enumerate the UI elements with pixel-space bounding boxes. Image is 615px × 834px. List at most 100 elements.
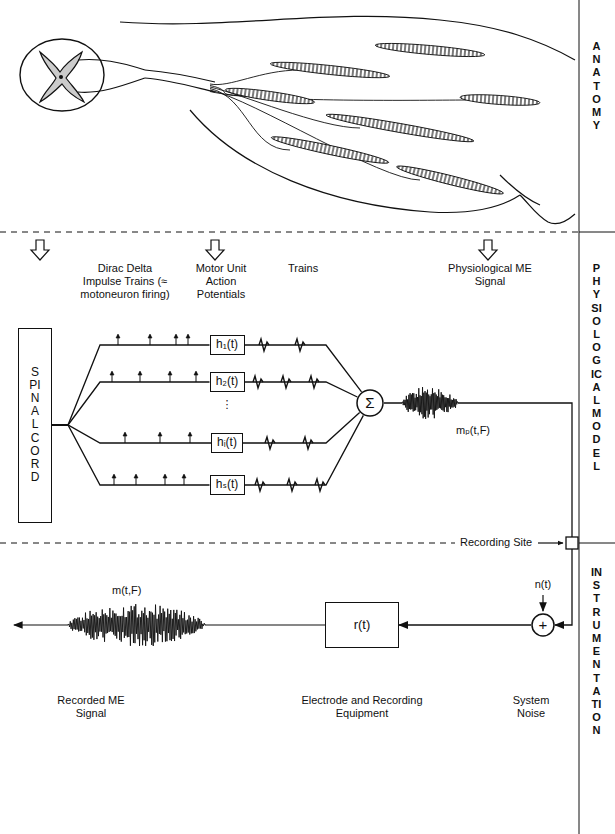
- section-title: ANATOMY: [591, 40, 602, 132]
- signal-line: [399, 624, 531, 625]
- column-rule: [579, 0, 580, 834]
- transfer-box: hᵢ(t): [211, 433, 243, 453]
- muap-waveform: [287, 479, 297, 491]
- transfer-box: hₛ(t): [210, 475, 245, 495]
- section-title: INSTRUMENTATION: [591, 566, 602, 737]
- signal-line: [245, 345, 362, 392]
- muscle-fibre: [460, 93, 540, 108]
- muscle-fibre: [396, 162, 505, 197]
- recorded-signal-ground: [68, 602, 205, 648]
- recorded-signal-ground: [68, 602, 205, 648]
- physiological-signal-ground: [402, 385, 458, 421]
- nerve-fibre: [210, 70, 300, 85]
- tendon: [500, 175, 540, 205]
- impulse-head: [116, 334, 120, 338]
- noise-arrow: [542, 595, 543, 611]
- signal-line: [52, 425, 210, 485]
- physiological-signal: [402, 387, 458, 419]
- impulse-head: [174, 334, 178, 338]
- transfer-box: h₂(t): [210, 372, 245, 392]
- label: Motor Unit Action Potentials: [190, 262, 252, 302]
- grey-matter: [40, 52, 84, 102]
- label: n(t): [533, 578, 553, 591]
- node-text: r(t): [354, 618, 371, 633]
- muscle-fibre: [375, 41, 485, 60]
- impulse-head: [158, 432, 162, 436]
- hollow-arrow: [206, 240, 224, 260]
- label: mₚ(t,F): [456, 424, 490, 437]
- dorsal-root: [78, 59, 145, 70]
- signal-line: [384, 403, 572, 625]
- section-divider: [0, 232, 579, 233]
- muscle-fibre: [225, 85, 315, 106]
- impulse-head: [110, 371, 114, 375]
- muscle-outline: [120, 16, 575, 60]
- signal-line: [52, 382, 210, 425]
- muap-waveform: [303, 437, 313, 449]
- label: Trains: [288, 262, 318, 275]
- muap-waveform: [265, 437, 275, 449]
- nerve: [145, 70, 215, 82]
- signal-line: [245, 415, 364, 485]
- recorded-signal: [68, 604, 205, 646]
- column-rule: [579, 543, 615, 544]
- vertical-title: SPINAL CORD: [29, 366, 41, 485]
- muap-waveform: [259, 339, 269, 351]
- signal-line: [245, 382, 358, 397]
- muap-waveform: [315, 479, 325, 491]
- spinal-cord-section: [20, 39, 104, 111]
- impulse-head: [163, 474, 167, 478]
- muscle-fibre: [270, 59, 390, 80]
- impulse-head: [123, 432, 127, 436]
- impulse-head: [168, 371, 172, 375]
- impulse-head: [112, 474, 116, 478]
- label: Recorded ME Signal: [56, 694, 126, 720]
- label: System Noise: [508, 694, 554, 720]
- muap-waveform: [295, 339, 305, 351]
- label: Recording Site: [458, 536, 534, 549]
- label: m(t,F): [112, 584, 141, 597]
- recording-site-box: [566, 537, 578, 549]
- spinal-cord-box: SPINAL CORD: [18, 328, 52, 523]
- central-canal: [59, 75, 63, 79]
- nerve: [145, 78, 215, 92]
- node-text: h₁(t): [216, 338, 238, 352]
- impulse-head: [194, 371, 198, 375]
- summation-circle: Σ: [356, 389, 384, 417]
- section-title: PHYSIOLOGICAL MODEL: [591, 262, 602, 473]
- node-text: hₛ(t): [216, 478, 238, 492]
- label: Electrode and Recording Equipment: [300, 694, 424, 720]
- pointer-arrow: [538, 542, 563, 543]
- muscle-fibre: [325, 111, 474, 146]
- impulse-head: [186, 334, 190, 338]
- impulse-head: [182, 474, 186, 478]
- column-rule: [579, 232, 615, 233]
- section-divider: [0, 543, 455, 544]
- impulse-head: [148, 334, 152, 338]
- muap-waveform: [309, 376, 319, 388]
- hollow-arrow: [31, 240, 49, 260]
- impulse-head: [188, 432, 192, 436]
- muap-waveform: [253, 376, 263, 388]
- impulse-head: [138, 371, 142, 375]
- label: Dirac Delta Impulse Trains (≈ motoneuron…: [78, 262, 172, 302]
- node-text: +: [539, 616, 548, 633]
- node-text: Σ: [365, 394, 374, 411]
- nerve-fibre: [210, 90, 420, 180]
- muap-waveform: [255, 479, 265, 491]
- summing-junction: +: [531, 613, 555, 637]
- recording-box: r(t): [325, 602, 399, 648]
- label: Physiological ME Signal: [448, 262, 532, 288]
- muscle-outline: [190, 110, 520, 213]
- hollow-arrow: [479, 240, 497, 260]
- impulse-head: [134, 474, 138, 478]
- muscle-fibre: [270, 133, 389, 167]
- signal-line: [243, 412, 360, 443]
- label: ⋮: [221, 398, 233, 411]
- node-text: hᵢ(t): [217, 436, 237, 450]
- muap-waveform: [281, 376, 291, 388]
- signal-line: [52, 345, 210, 425]
- node-text: h₂(t): [216, 375, 239, 389]
- transfer-box: h₁(t): [210, 335, 245, 355]
- ventral-root: [78, 78, 145, 92]
